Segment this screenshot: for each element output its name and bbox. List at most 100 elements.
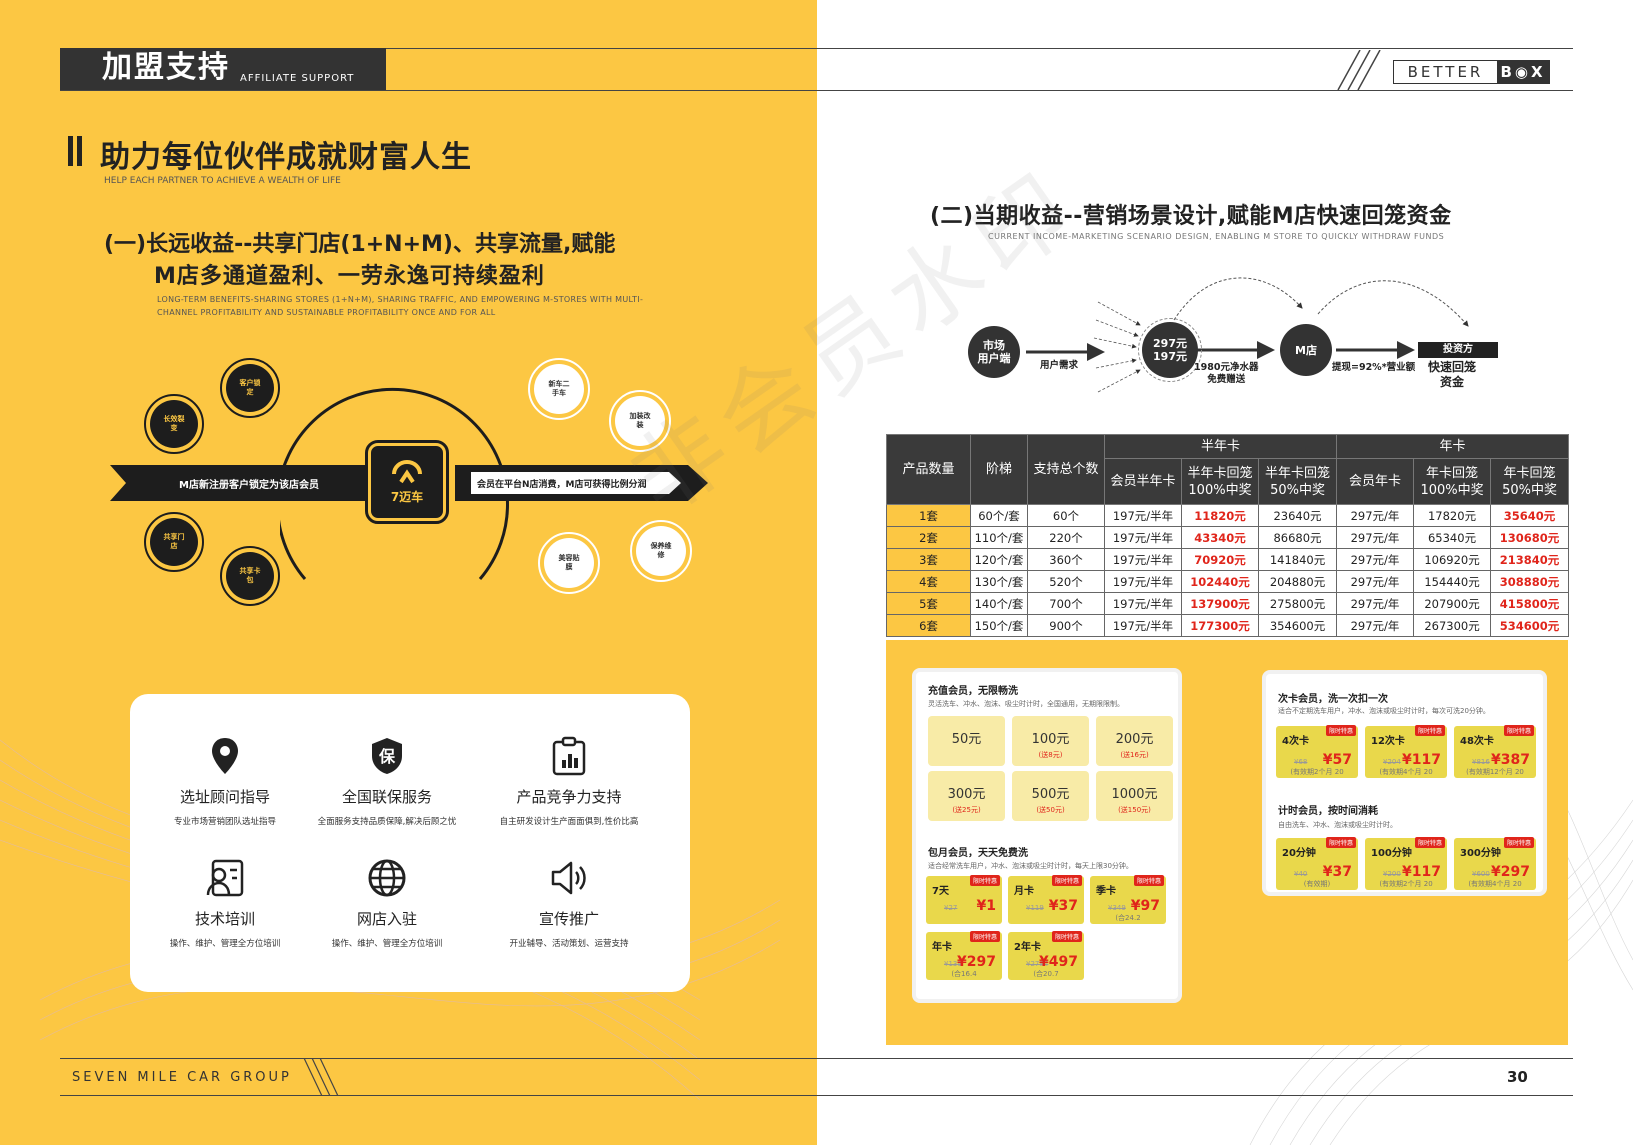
footer-slash-decoration [303, 1058, 339, 1096]
timed-title: 计时会员，按时间消耗 [1278, 806, 1378, 817]
table-header: 产品数量 [886, 434, 971, 505]
support-desc: 操作、维护、管理全方位培训 [169, 939, 281, 949]
table-cell: 534600元 [1490, 614, 1570, 637]
chart-clipboard-icon [552, 736, 586, 776]
circle-maintenance: 保养维修 [630, 520, 692, 582]
arrow-profit-share: 会员在平台N店消费，M店可获得比例分润 [455, 465, 708, 501]
section1-title-line2: M店多通道盈利、一劳永逸可持续盈利 [154, 264, 545, 289]
table-cell: 297元/年 [1336, 592, 1415, 615]
card-note: (合16.4 [951, 970, 977, 978]
recharge-tile: 500元(送50元) [1012, 771, 1089, 821]
support-desc: 开业辅导、活动策划、运营支持 [509, 939, 629, 949]
table-cell: 137900元 [1181, 592, 1259, 615]
card-title: 月卡 [1014, 886, 1034, 897]
table-cell: 297元/年 [1336, 526, 1415, 549]
card-price: ¥387 [1491, 752, 1530, 768]
circle-shared-stores: 共享门店 [144, 512, 204, 572]
monthly-desc: 适合经常洗车用户，冲水、泡沫或吸尘时计时，每天上限30分钟。 [928, 862, 1133, 870]
support-label: 宣传推广 [538, 910, 599, 928]
location-pin-icon [212, 738, 238, 774]
table-cell: 110个/套 [970, 526, 1028, 549]
table-cell: 308880元 [1490, 570, 1570, 593]
promo-tag: 限时特惠 [1503, 837, 1534, 848]
table-cell: 354600元 [1257, 614, 1338, 637]
table-cell: 3套 [886, 548, 971, 571]
table-cell: 2套 [886, 526, 971, 549]
promo-tag: 限时特惠 [1325, 725, 1356, 736]
card-original-price: ¥600 [1472, 870, 1490, 878]
times-title: 次卡会员，洗一次扣一次 [1278, 694, 1388, 705]
table-cell: 5套 [886, 592, 971, 615]
card-note: (有效期12个月 20 [1466, 768, 1524, 776]
table-cell: 220个 [1027, 526, 1105, 549]
card-original-price: ¥349 [1108, 904, 1126, 912]
logo-right-text: B◉X [1497, 61, 1549, 83]
table-cell: 35640元 [1490, 504, 1570, 527]
table-cell: 204880元 [1257, 570, 1338, 593]
card-original-price: ¥816 [1472, 758, 1490, 766]
node-label: M店 [1295, 343, 1317, 357]
card-original-price: ¥139 [944, 960, 962, 968]
recharge-title: 充值会员，无限畅洗 [928, 686, 1018, 697]
table-cell: 11820元 [1181, 504, 1259, 527]
recharge-desc: 灵活洗车、冲水、泡沫、吸尘时计时，全国通用，无期限限制。 [928, 700, 1124, 708]
card-price: ¥37 [1048, 898, 1078, 914]
card-price: ¥97 [1130, 898, 1160, 914]
investor-label: 投资方 [1418, 342, 1498, 358]
table-cell: 1套 [886, 504, 971, 527]
table-header: 半年卡回笼 50%中奖 [1257, 458, 1338, 505]
circle-label: 客户锁定 [239, 379, 261, 396]
table-group-header-row: 产品数量 阶梯 支持总个数 半年卡 年卡 [886, 434, 1570, 505]
card-title: 4次卡 [1282, 736, 1309, 747]
table-cell: 60个/套 [970, 504, 1028, 527]
table-cell: 177300元 [1181, 614, 1259, 637]
card-title: 12次卡 [1371, 736, 1405, 747]
table-cell: 130个/套 [970, 570, 1028, 593]
header-band: 加盟支持 AFFILIATE SUPPORT [60, 48, 386, 90]
table-cell: 297元/年 [1336, 570, 1415, 593]
table-cell: 360个 [1027, 548, 1105, 571]
table-cell: 120个/套 [970, 548, 1028, 571]
circle-shared-card-pack: 共享卡包 [220, 546, 280, 606]
label-withdraw-formula: 提现=92%*营业额 [1332, 362, 1416, 373]
support-label: 全国联保服务 [341, 788, 432, 806]
table-cell: 197元/半年 [1104, 592, 1182, 615]
card-title: 100分钟 [1371, 848, 1412, 859]
main-subtitle: HELP EACH PARTNER TO ACHIEVE A WEALTH OF… [104, 176, 341, 186]
card-note: (有效期2个月 20 [1379, 880, 1433, 888]
label-user-demand: 用户需求 [1040, 360, 1079, 371]
table-group-header-year: 年卡 [1336, 434, 1570, 459]
card-price: ¥297 [1491, 864, 1530, 880]
promo-tag: 限时特惠 [1133, 875, 1164, 886]
tile-value: 300元 [947, 787, 986, 802]
support-label: 网店入驻 [356, 910, 417, 928]
table-cell: 102440元 [1181, 570, 1259, 593]
table-cell: 275800元 [1257, 592, 1338, 615]
card-original-price: ¥200 [1383, 870, 1401, 878]
support-desc: 专业市场营销团队选址指导 [173, 817, 276, 827]
table-cell: 213840元 [1490, 548, 1570, 571]
table-cell: 141840元 [1257, 548, 1338, 571]
table-cell: 197元/半年 [1104, 614, 1182, 637]
table-cell: 197元/半年 [1104, 526, 1182, 549]
card-price: ¥117 [1402, 752, 1441, 768]
support-site-selection: 选址顾问指导 专业市场营销团队选址指导 [130, 734, 320, 827]
card-original-price: ¥68 [1294, 758, 1308, 766]
support-promotion: 宣传推广 开业辅导、活动策划、运营支持 [474, 856, 664, 949]
card-title: 20分钟 [1282, 848, 1316, 859]
section2-title: (二)当期收益--营销场景设计,赋能M店快速回笼资金 [930, 204, 1452, 229]
card-price: ¥37 [1322, 864, 1352, 880]
center-arc [280, 387, 509, 580]
promo-tag: 限时特惠 [1051, 875, 1082, 886]
monthly-card: 限时特惠季卡¥349¥97(合24.2 [1090, 875, 1166, 924]
tile-value: 1000元 [1111, 787, 1158, 802]
page-number: 30 [1507, 1068, 1528, 1086]
timed-desc: 自由洗车、冲水、泡沫或吸尘时计时。 [1278, 821, 1397, 829]
table-cell: 297元/年 [1336, 614, 1415, 637]
